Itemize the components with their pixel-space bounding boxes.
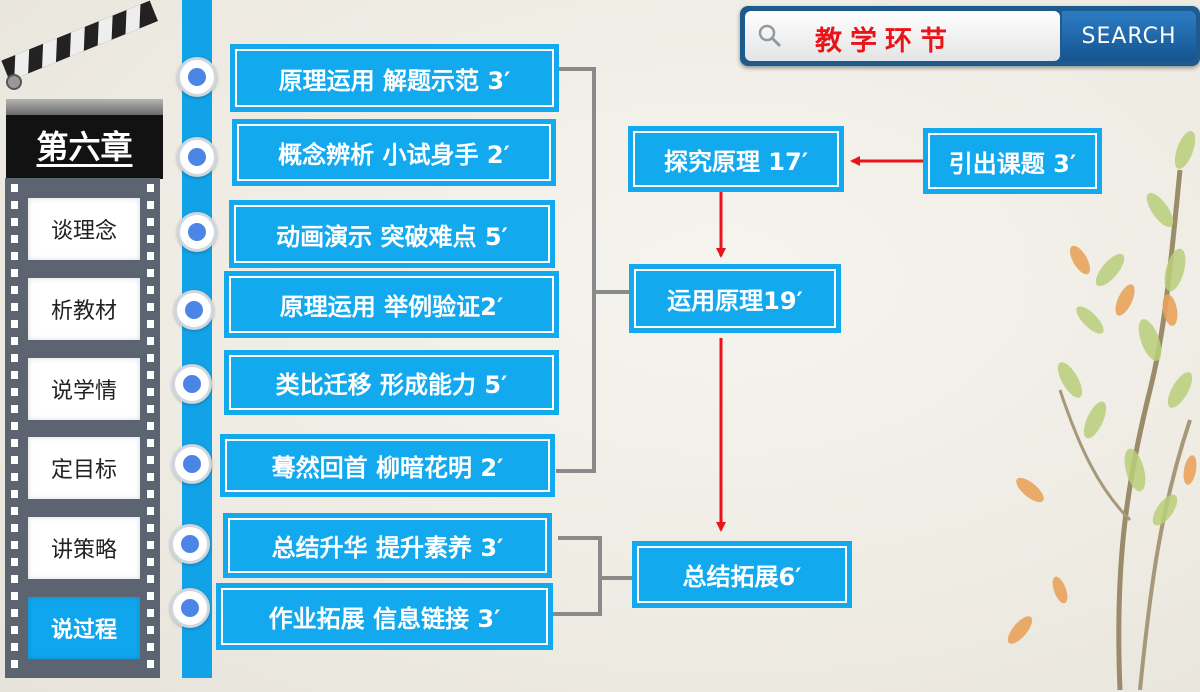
nav-item-process[interactable]: 说过程: [28, 597, 140, 659]
timeline-dot: [172, 444, 212, 484]
step-box: 动画演示 突破难点 5′: [231, 202, 553, 266]
search-bar: 教学环节 SEARCH: [740, 6, 1200, 66]
timeline-dot: [170, 588, 210, 628]
search-title: 教学环节: [815, 26, 955, 57]
tree-decoration: [1007, 131, 1197, 690]
phase-box-summary: 总结拓展6′: [634, 543, 850, 606]
timeline-dot: [177, 212, 217, 252]
nav-item-students[interactable]: 说学情: [28, 358, 140, 420]
search-field[interactable]: 教学环节: [745, 11, 1060, 61]
nav-item-strategy[interactable]: 讲策略: [28, 517, 140, 579]
step-box: 原理运用 举例验证2′: [226, 273, 557, 336]
nav-item-textbook[interactable]: 析教材: [28, 278, 140, 340]
phase-box-apply: 运用原理19′: [631, 266, 839, 331]
timeline-dot: [170, 524, 210, 564]
step-box: 概念辨析 小试身手 2′: [234, 121, 554, 184]
step-box: 类比迁移 形成能力 5′: [226, 352, 557, 413]
nav-item-objectives[interactable]: 定目标: [28, 437, 140, 499]
timeline-dot: [177, 57, 217, 97]
step-box: 总结升华 提升素养 3′: [225, 515, 550, 576]
timeline-bar: [182, 0, 212, 678]
film-strip-nav: [5, 178, 160, 678]
film-holes-right: [147, 184, 154, 672]
step-box: 原理运用 解题示范 3′: [232, 46, 557, 110]
step-box: 作业拓展 信息链接 3′: [218, 585, 551, 648]
nav-item-philosophy[interactable]: 谈理念: [28, 198, 140, 260]
phase-box-explore: 探究原理 17′: [630, 128, 842, 190]
step-box: 蓦然回首 柳暗花明 2′: [222, 436, 553, 495]
timeline-dot: [174, 290, 214, 330]
chapter-title: 第六章: [6, 99, 163, 179]
search-button[interactable]: SEARCH: [1062, 11, 1196, 61]
phase-box-intro: 引出课题 3′: [925, 130, 1100, 192]
timeline-dot: [172, 364, 212, 404]
film-holes-left: [11, 184, 18, 672]
search-icon: [758, 24, 782, 48]
timeline-dot: [177, 137, 217, 177]
clapperboard-icon: [1, 0, 158, 90]
